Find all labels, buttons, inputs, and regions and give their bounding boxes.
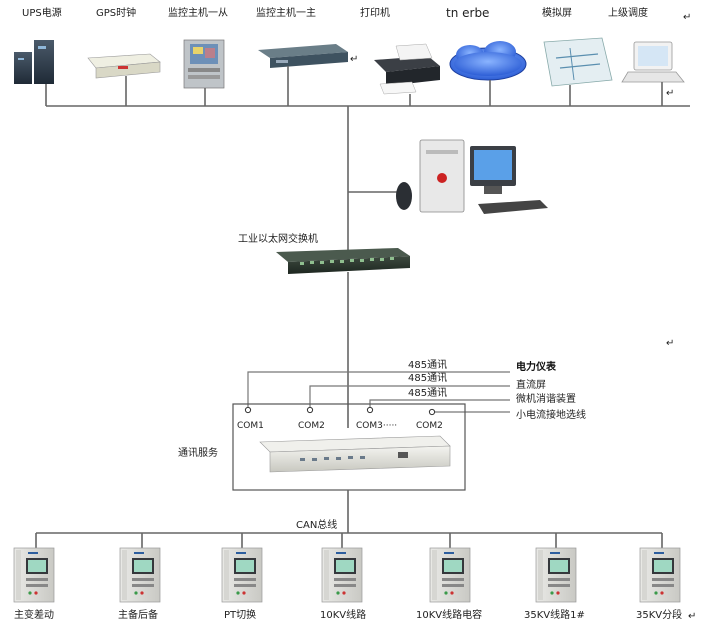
- can-bus-label: CAN总线: [296, 518, 337, 531]
- switch-label: 工业以太网交换机: [238, 232, 318, 245]
- protocol-label-1: 485通讯: [408, 359, 447, 371]
- laptop-icon: [621, 41, 685, 83]
- top-device-label-dispatch: 上级调度: [608, 6, 648, 19]
- monitor-host-master-icon: [258, 44, 348, 68]
- paragraph-mark: ↵: [350, 54, 358, 65]
- paragraph-mark: ↵: [688, 611, 696, 622]
- ups-power-icon: [14, 40, 54, 84]
- relay-label-35kv-sec: 35KV分段: [636, 608, 682, 621]
- protection-relay-icon: [429, 547, 471, 603]
- protection-relay-icon: [321, 547, 363, 603]
- protocol-label-3: 485通讯: [408, 387, 447, 399]
- comm-server-device-icon: [259, 435, 451, 473]
- com-port-markers: [244, 406, 436, 416]
- mimic-panel-icon: [543, 37, 613, 87]
- serial-device-grounding-selector: 小电流接地选线: [516, 408, 586, 421]
- top-device-label-monitor-master: 监控主机一主: [256, 6, 316, 19]
- protection-relay-icon: [535, 547, 577, 603]
- com-port-1: COM1: [237, 421, 264, 431]
- top-device-label-printer: 打印机: [360, 6, 390, 19]
- relay-label-backup: 主备后备: [118, 608, 158, 621]
- comm-server-box: [232, 403, 466, 491]
- protection-relay-group: [13, 547, 681, 603]
- top-drop-lines: [45, 66, 663, 106]
- com-port-3: COM3·····: [356, 421, 397, 431]
- comm-server-label: 通讯服务: [178, 446, 218, 459]
- relay-label-35kv-1: 35KV线路1#: [524, 608, 585, 621]
- protection-relay-icon: [639, 547, 681, 603]
- top-device-label-ups: UPS电源: [22, 6, 62, 19]
- serial-device-dc-panel: 直流屏: [516, 378, 546, 391]
- protection-relay-icon: [221, 547, 263, 603]
- desktop-computer-icon: [396, 139, 548, 214]
- top-device-label-internet: tn erbe: [446, 6, 489, 20]
- paragraph-mark: ↵: [683, 12, 691, 23]
- top-device-label-mimic: 模拟屏: [542, 6, 572, 19]
- top-device-label-monitor-slave: 监控主机一从: [168, 6, 228, 19]
- ethernet-switch-icon: [276, 248, 410, 274]
- protection-relay-icon: [119, 547, 161, 603]
- paragraph-mark: ↵: [666, 88, 674, 99]
- monitor-host-slave-icon: [183, 39, 225, 89]
- relay-label-pt: PT切换: [224, 608, 256, 621]
- paragraph-mark: ↵: [666, 338, 674, 349]
- com-port-2: COM2: [298, 421, 325, 431]
- relay-label-main-diff: 主变差动: [14, 608, 54, 621]
- top-device-label-gps: GPS时钟: [96, 6, 136, 19]
- protection-relay-icon: [13, 547, 55, 603]
- com-port-4: COM2: [416, 421, 443, 431]
- relay-label-10kv: 10KV线路: [320, 608, 366, 621]
- gps-clock-icon: [87, 53, 161, 79]
- can-drop-lines: [35, 533, 663, 548]
- printer-icon: [374, 43, 440, 95]
- serial-device-power-meter: 电力仪表: [516, 360, 557, 373]
- serial-lines: [247, 371, 510, 413]
- internet-cloud-icon: [449, 41, 527, 81]
- serial-device-harmonic-eliminator: 微机消谐装置: [516, 392, 576, 405]
- relay-label-10kv-cap: 10KV线路电容: [416, 608, 482, 621]
- protocol-label-2: 485通讯: [408, 372, 447, 384]
